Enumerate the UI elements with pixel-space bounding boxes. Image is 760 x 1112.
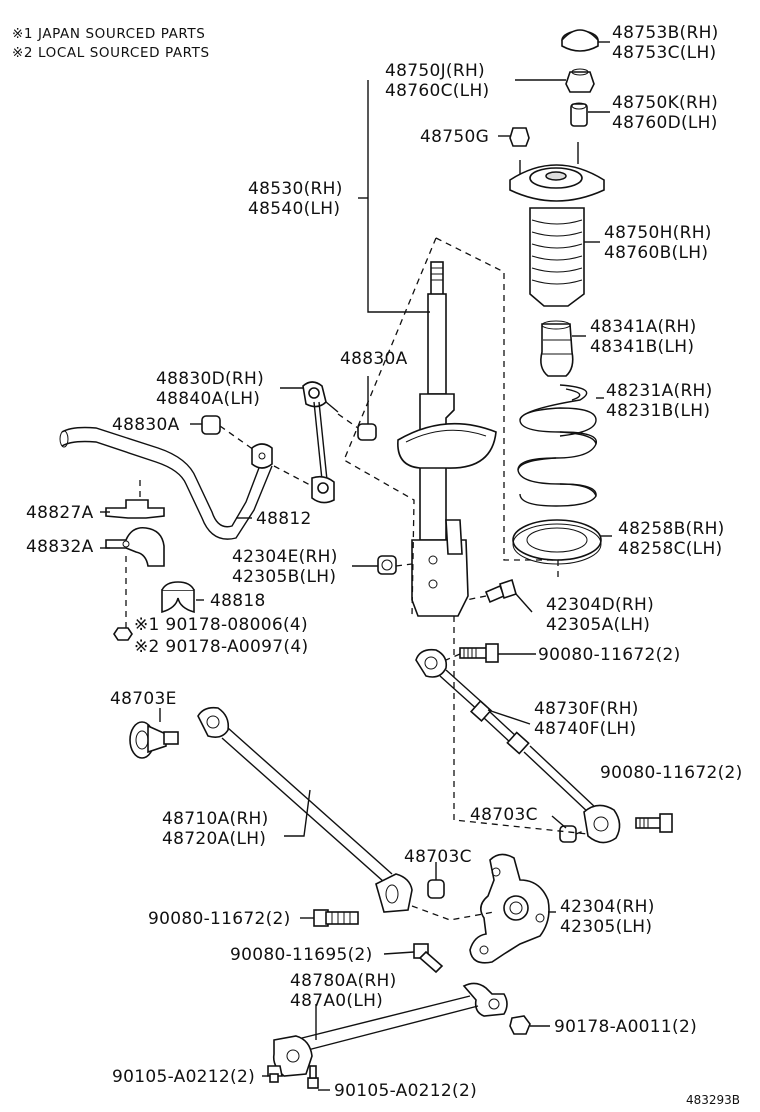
arm-bolt-part-c — [313, 909, 359, 927]
arm-bolt-part-d — [413, 943, 444, 974]
label-48703c-a: 48703C — [470, 805, 538, 825]
label-90080-11672-b: 90080-11672(2) — [600, 763, 743, 783]
label-48750j: 48750J(RH) — [385, 61, 485, 81]
arm-bolt-part-b — [635, 813, 673, 833]
spring-seat-part — [512, 519, 602, 565]
label-90080-11695: 90080-11695(2) — [230, 945, 373, 965]
leader-lines — [100, 41, 612, 1091]
label-48231a: 48231A(RH) — [606, 381, 713, 401]
label-48258b: 48258B(RH) — [618, 519, 725, 539]
trailing-arm-bolt-part-b — [307, 1065, 319, 1089]
label-48710a: 48710A(RH) — [162, 809, 269, 829]
label-487a0: 487A0(LH) — [290, 991, 383, 1011]
label-48750g: 48750G — [420, 127, 489, 147]
stabilizer-bushing-part — [161, 581, 195, 614]
label-42304d: 42304D(RH) — [546, 595, 654, 615]
label-48753b: 48753B(RH) — [612, 23, 719, 43]
label-48231b: 48231B(LH) — [606, 401, 710, 421]
label-48341a: 48341A(RH) — [590, 317, 697, 337]
note-japan-sourced: ※1 JAPAN SOURCED PARTS — [12, 26, 205, 42]
stabilizer-bracket-part — [105, 480, 165, 519]
trailing-arm-nut-part — [509, 1015, 531, 1035]
label-48830a-left: 48830A — [112, 415, 180, 435]
label-48830d: 48830D(RH) — [156, 369, 264, 389]
label-48740f: 48740F(LH) — [534, 719, 636, 739]
support-mount-boot-part — [509, 142, 605, 307]
label-48530: 48530(RH) — [248, 179, 343, 199]
label-42304e: 42304E(RH) — [232, 547, 338, 567]
strut-group-outline — [435, 237, 559, 580]
diagram-id: 483293B — [686, 1093, 740, 1107]
label-48760b: 48760B(LH) — [604, 243, 708, 263]
strut-cap-part — [561, 29, 599, 52]
label-42304: 42304(RH) — [560, 897, 655, 917]
note-local-sourced: ※2 LOCAL SOURCED PARTS — [12, 45, 210, 61]
strut-nut-part — [565, 68, 595, 93]
label-90178-08006: ※1 90178-08006(4) — [134, 615, 308, 635]
bound-stopper-part — [540, 320, 574, 377]
mount-nut-part — [509, 127, 530, 147]
arm-bolt-part-a — [459, 643, 499, 663]
arm-bushing-part-b — [427, 879, 445, 899]
label-48258c: 48258C(LH) — [618, 539, 722, 559]
label-48760c: 48760C(LH) — [385, 81, 489, 101]
label-42305b: 42305B(LH) — [232, 567, 336, 587]
label-48830a-top: 48830A — [340, 349, 408, 369]
label-90178-a0097: ※2 90178-A0097(4) — [134, 637, 308, 657]
label-48780a: 48780A(RH) — [290, 971, 397, 991]
label-48812: 48812 — [256, 509, 312, 529]
label-48703e: 48703E — [110, 689, 177, 709]
rear-axle-carrier-part — [469, 853, 550, 964]
link-bushing-upper-part — [357, 423, 377, 441]
trailing-arm-bolt-part-a — [267, 1065, 283, 1083]
label-48760d: 48760D(LH) — [612, 113, 718, 133]
label-48750k: 48750K(RH) — [612, 93, 718, 113]
lower-arm-part — [197, 706, 413, 913]
label-48832a: 48832A — [26, 537, 94, 557]
label-90105-a0212-b: 90105-A0212(2) — [334, 1081, 477, 1101]
strut-group-outline-left — [343, 237, 437, 617]
label-90105-a0212-a: 90105-A0212(2) — [112, 1067, 255, 1087]
label-48341b: 48341B(LH) — [590, 337, 694, 357]
label-42305: 42305(LH) — [560, 917, 652, 937]
label-48753c: 48753C(LH) — [612, 43, 716, 63]
label-48827a: 48827A — [26, 503, 94, 523]
strut-lower-bolt-part — [484, 578, 517, 604]
trailing-arm-part — [272, 982, 508, 1077]
label-42305a: 42305A(LH) — [546, 615, 650, 635]
label-90080-11672-a: 90080-11672(2) — [538, 645, 681, 665]
coil-spring-part — [517, 384, 598, 507]
arm-bushing-48703E-part — [129, 721, 179, 759]
adjusting-rod-part — [415, 648, 621, 844]
label-48730f: 48730F(RH) — [534, 699, 639, 719]
shock-absorber-part — [397, 261, 497, 617]
strut-lower-bushing-part — [377, 555, 397, 575]
arm-bushing-part-a — [559, 825, 577, 843]
label-90178-a0011: 90178-A0011(2) — [554, 1017, 697, 1037]
stabilizer-link-part — [302, 381, 335, 504]
link-bushing-lower-part — [201, 415, 221, 435]
stabilizer-bar-part — [59, 426, 273, 540]
label-90080-11672-c: 90080-11672(2) — [148, 909, 291, 929]
label-48750h: 48750H(RH) — [604, 223, 712, 243]
label-48818: 48818 — [210, 591, 266, 611]
label-48720a: 48720A(LH) — [162, 829, 266, 849]
label-48703c-b: 48703C — [404, 847, 472, 867]
strut-cushion-part — [570, 102, 588, 127]
label-48840a: 48840A(LH) — [156, 389, 260, 409]
label-48540: 48540(LH) — [248, 199, 340, 219]
stabilizer-clamp-part — [105, 526, 165, 630]
bracket-nut-part — [113, 627, 133, 641]
